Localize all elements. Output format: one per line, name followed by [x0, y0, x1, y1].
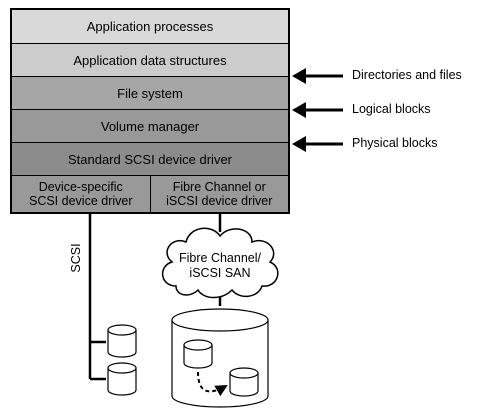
- annotation-arrow-physical-blocks: [292, 136, 343, 152]
- array-disk-source: [183, 339, 213, 369]
- san-label-line2: iSCSI SAN: [189, 266, 250, 280]
- scsi-bus-label: SCSI: [69, 243, 83, 272]
- san-label-line1: Fibre Channel/: [179, 251, 262, 265]
- annotation-logical-blocks: Logical blocks: [352, 102, 431, 116]
- annotation-physical-blocks: Physical blocks: [352, 136, 438, 150]
- copy-arrow: [197, 371, 228, 397]
- scsi-bus: [88, 212, 106, 381]
- fibre-channel-iscsi-driver: Fibre Channel or iSCSI device driver: [149, 176, 288, 212]
- annotation-arrow-logical-blocks: [292, 102, 343, 118]
- driver-split-row: Device-specific SCSI device driver Fibre…: [12, 175, 288, 212]
- layer-application-data-structures: Application data structures: [12, 43, 288, 76]
- driver-stack: Application processes Application data s…: [10, 8, 290, 214]
- annotation-directories-and-files: Directories and files: [352, 68, 462, 82]
- layer-volume-manager: Volume manager: [12, 109, 288, 142]
- array-disk-target: [229, 367, 259, 397]
- scsi-disk-2: [107, 362, 137, 396]
- layer-file-system: File system: [12, 76, 288, 109]
- device-specific-scsi-driver: Device-specific SCSI device driver: [12, 176, 150, 212]
- san-cloud-shape: [162, 227, 279, 299]
- annotation-arrow-directories: [292, 68, 343, 84]
- layer-standard-scsi-driver: Standard SCSI device driver: [12, 142, 288, 175]
- scsi-disk-1: [107, 324, 137, 358]
- layer-application-processes: Application processes: [12, 10, 288, 43]
